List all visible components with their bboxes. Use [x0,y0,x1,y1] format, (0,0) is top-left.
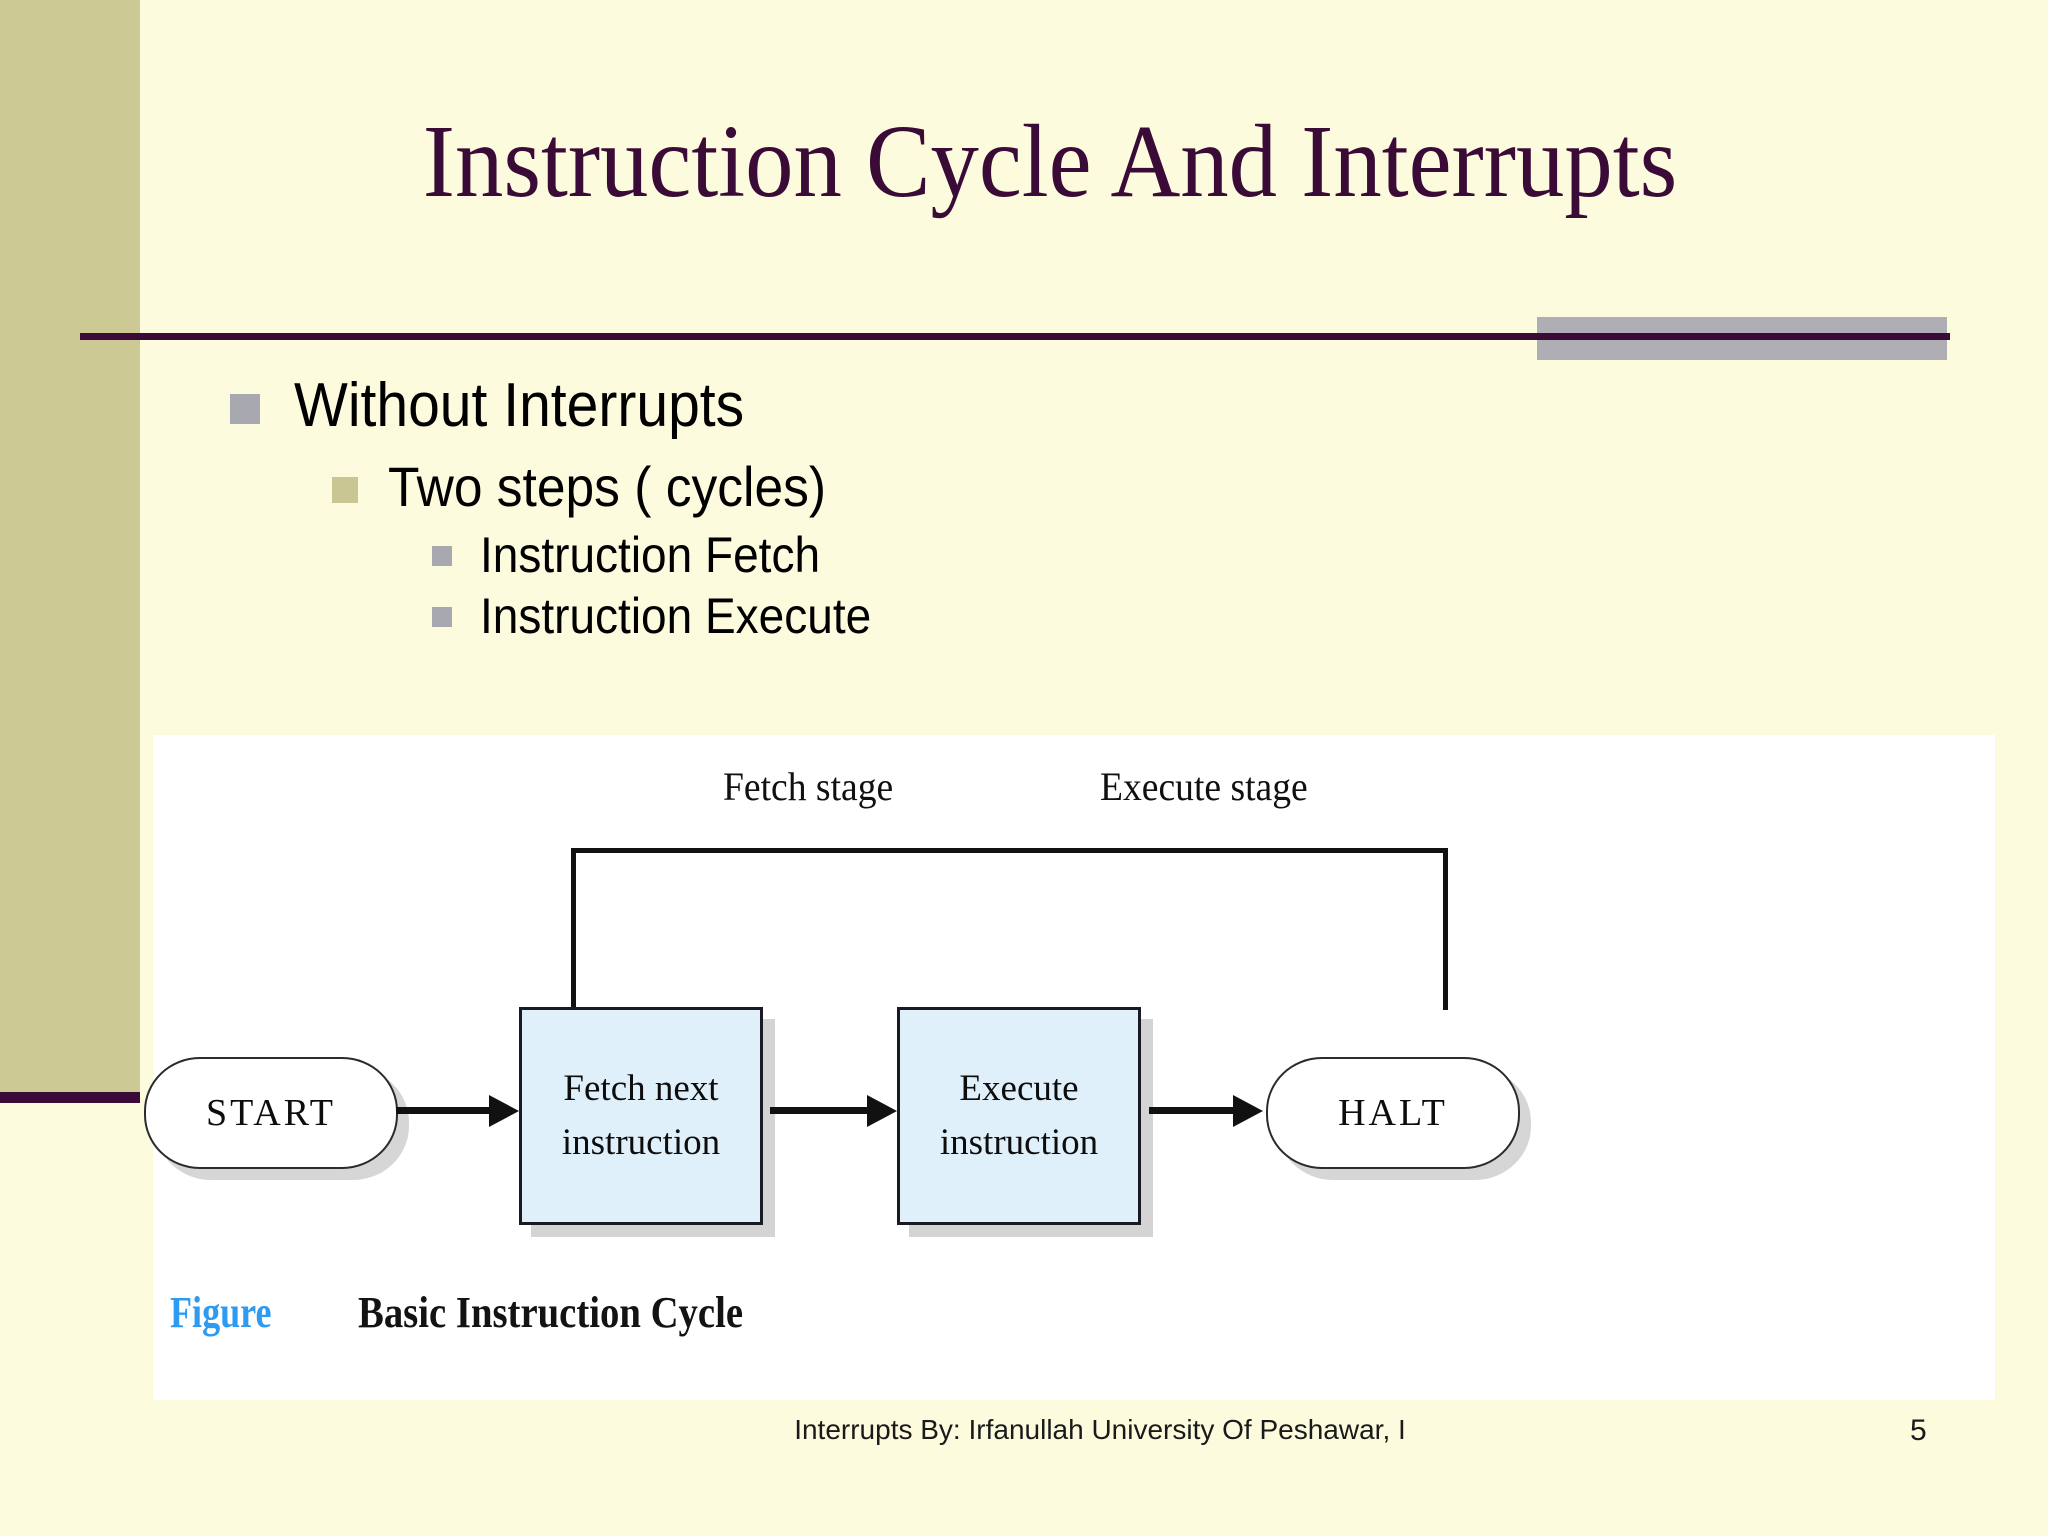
flow-node-fetch-line2: instruction [561,1122,721,1163]
list-item-label: Without Interrupts [294,371,745,440]
list-item-label: Two steps ( cycles) [388,455,827,519]
flow-node-execute-line2: instruction [939,1122,1099,1163]
sidebar-decoration-band [0,0,140,1092]
list-item-instruction-fetch: Instruction Fetch [432,526,1850,585]
feedback-loop-right-segment [1443,848,1448,1010]
square-bullet-icon [432,606,452,627]
flow-node-fetch-next-instruction: Fetch next instruction [519,1007,763,1225]
arrow-fetch-to-execute-head [867,1095,897,1127]
figure-image-panel: Fetch stage Execute stage START Fetch ne… [144,735,1995,1400]
footer-attribution-text: Interrupts By: Irfanullah University Of … [794,1414,1406,1445]
flow-node-execute-instruction: Execute instruction [897,1007,1141,1225]
square-bullet-icon [230,394,260,424]
flow-node-start: START [144,1057,398,1169]
list-item-label: Instruction Execute [480,587,872,644]
fetch-stage-label: Fetch stage [723,764,894,809]
title-divider-rule [80,333,1950,340]
arrow-execute-to-halt-head [1233,1095,1263,1127]
footer-page-number: 5 [1910,1414,1927,1447]
feedback-loop-top-segment [571,848,1448,853]
execute-stage-label: Execute stage [1100,764,1308,809]
square-bullet-icon [432,545,452,566]
list-item-label: Instruction Fetch [480,526,821,583]
figure-caption-label: Figure [170,1288,272,1337]
list-item-two-steps: Two steps ( cycles) [332,455,1850,519]
arrow-start-to-fetch-head [489,1095,519,1127]
list-item-without-interrupts: Without Interrupts [230,370,1850,441]
list-item-instruction-execute: Instruction Execute [432,587,1850,646]
sidebar-underline [0,1092,140,1103]
arrow-fetch-to-execute-shaft [770,1107,875,1114]
bullet-list: Without Interrupts Two steps ( cycles) I… [150,370,1850,648]
page-title: Instruction Cycle And Interrupts [422,104,1678,219]
flow-node-execute-line1: Execute [959,1068,1079,1110]
feedback-loop-left-segment [571,848,576,1083]
figure-caption-title: Basic Instruction Cycle [358,1288,744,1337]
flow-node-fetch-line1: Fetch next [563,1068,719,1110]
square-bullet-icon [332,477,358,504]
flow-node-halt: HALT [1266,1057,1520,1169]
arrow-execute-to-halt-shaft [1149,1107,1241,1114]
arrow-start-to-fetch-shaft [396,1107,506,1114]
